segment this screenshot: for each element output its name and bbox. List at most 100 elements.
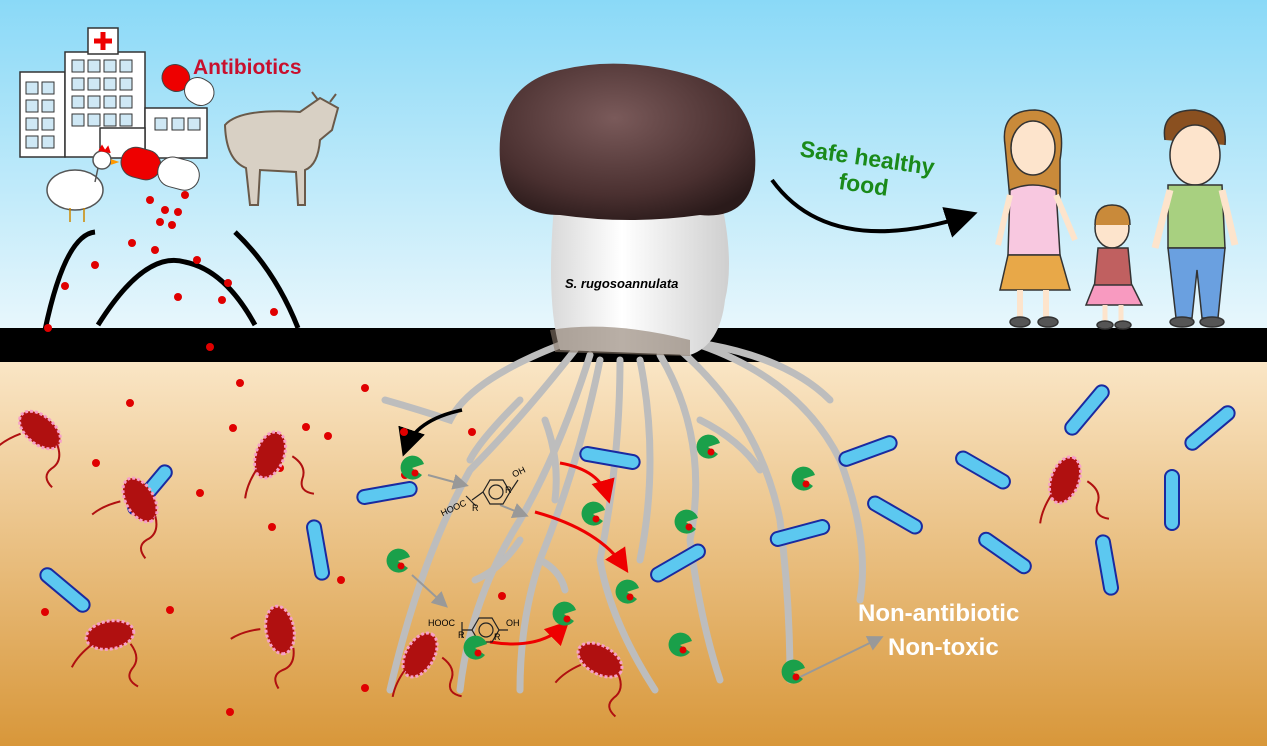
rod-bacterium (1164, 469, 1180, 531)
antibiotic-dot (229, 424, 237, 432)
bound-antibiotic-dot (474, 649, 482, 657)
rod-bacterium (1184, 405, 1236, 451)
flagellum (1039, 480, 1110, 524)
window (119, 113, 133, 127)
rod-bacterium (1095, 534, 1119, 596)
hill-curve (95, 257, 258, 327)
bound-antibiotic-dot (563, 615, 571, 623)
antibiotic-dot (151, 246, 159, 254)
antibiotic-dot (361, 684, 369, 692)
flagellum (230, 628, 295, 690)
antibiotic-dot (337, 576, 345, 584)
antibiotic-dot (61, 282, 69, 290)
window (25, 99, 39, 113)
antibiotic-dot (146, 196, 154, 204)
window (71, 113, 85, 127)
antibiotic-dot (174, 208, 182, 216)
flagellum (91, 500, 158, 559)
window (71, 77, 85, 91)
rod-bacterium (39, 567, 91, 613)
pathogen-bacterium (121, 476, 159, 524)
antibiotic-dot (302, 423, 310, 431)
window (187, 117, 201, 131)
family-illustration (995, 109, 1239, 330)
antibiotic-dot (498, 592, 506, 600)
hospital-windows (25, 59, 201, 149)
bound-antibiotic-dot (411, 469, 419, 477)
window (87, 59, 101, 73)
pathogen-bacterium (401, 631, 439, 679)
window (41, 99, 55, 113)
arrow-to-family (770, 178, 978, 238)
antibiotic-dot (361, 384, 369, 392)
window (119, 77, 133, 91)
chem-hooc-label: HOOC (428, 618, 455, 628)
flagellum (244, 455, 315, 499)
antibiotic-dot (206, 343, 214, 351)
antibiotic-dot (156, 218, 164, 226)
antibiotic-dot (270, 308, 278, 316)
bound-antibiotic-dot (792, 673, 800, 681)
antibiotic-dot (181, 191, 189, 199)
species-label: S. rugosoannulata (565, 276, 679, 291)
window (171, 117, 185, 131)
pathogen-bacterium (84, 619, 136, 651)
antibiotic-dot (41, 608, 49, 616)
antibiotic-dot (166, 606, 174, 614)
rod-bacterium (306, 519, 330, 581)
window (71, 95, 85, 109)
rod-bacterium (650, 543, 706, 583)
window (41, 135, 55, 149)
antibiotic-dot (44, 324, 52, 332)
antibiotic-dot (128, 239, 136, 247)
mushroom (499, 63, 756, 356)
bound-antibiotic-dot (679, 646, 687, 654)
pill-icon (120, 146, 200, 191)
cow-icon (223, 91, 340, 206)
antibiotic-dot (268, 523, 276, 531)
pill-icon (161, 64, 215, 106)
window (41, 117, 55, 131)
window (119, 95, 133, 109)
rod-bacterium (1064, 384, 1110, 436)
flagellum (554, 663, 622, 718)
rod-bacterium (955, 450, 1011, 490)
chem-r-label: R (505, 485, 512, 495)
reaction-arrows (411, 461, 884, 678)
window (87, 113, 101, 127)
antibiotic-dot (174, 293, 182, 301)
mother-figure (995, 109, 1078, 328)
bound-antibiotic-dot (626, 593, 634, 601)
antibiotic-dot (91, 261, 99, 269)
window (87, 95, 101, 109)
antibiotic-dot (193, 256, 201, 264)
father-figure (1151, 109, 1239, 328)
pathogen-bacterium (264, 604, 296, 656)
child-figure (1084, 204, 1144, 330)
flagellum (391, 656, 462, 698)
flagellum (70, 643, 139, 688)
antibiotic-dot (400, 428, 408, 436)
rod-bacterium (769, 519, 831, 547)
window (87, 77, 101, 91)
antibiotic-dot (92, 459, 100, 467)
hill-curve (233, 230, 301, 329)
antibiotic-dot (126, 399, 134, 407)
hill-curve (42, 229, 96, 331)
window (25, 81, 39, 95)
rod-bacterium (838, 435, 898, 467)
bound-antibiotic-dot (707, 448, 715, 456)
chemical-structure (461, 479, 519, 643)
window (25, 117, 39, 131)
antibiotic-dot (168, 221, 176, 229)
chem-r-label: R (472, 503, 479, 513)
window (41, 81, 55, 95)
window (103, 59, 117, 73)
arrow-secretion (398, 408, 463, 457)
window (154, 117, 168, 131)
bound-antibiotic-dot (592, 515, 600, 523)
bound-antibiotic-dot (685, 523, 693, 531)
antibiotic-dot (226, 708, 234, 716)
rod-bacterium (978, 531, 1032, 575)
non-toxic-label: Non-toxic (888, 634, 999, 661)
